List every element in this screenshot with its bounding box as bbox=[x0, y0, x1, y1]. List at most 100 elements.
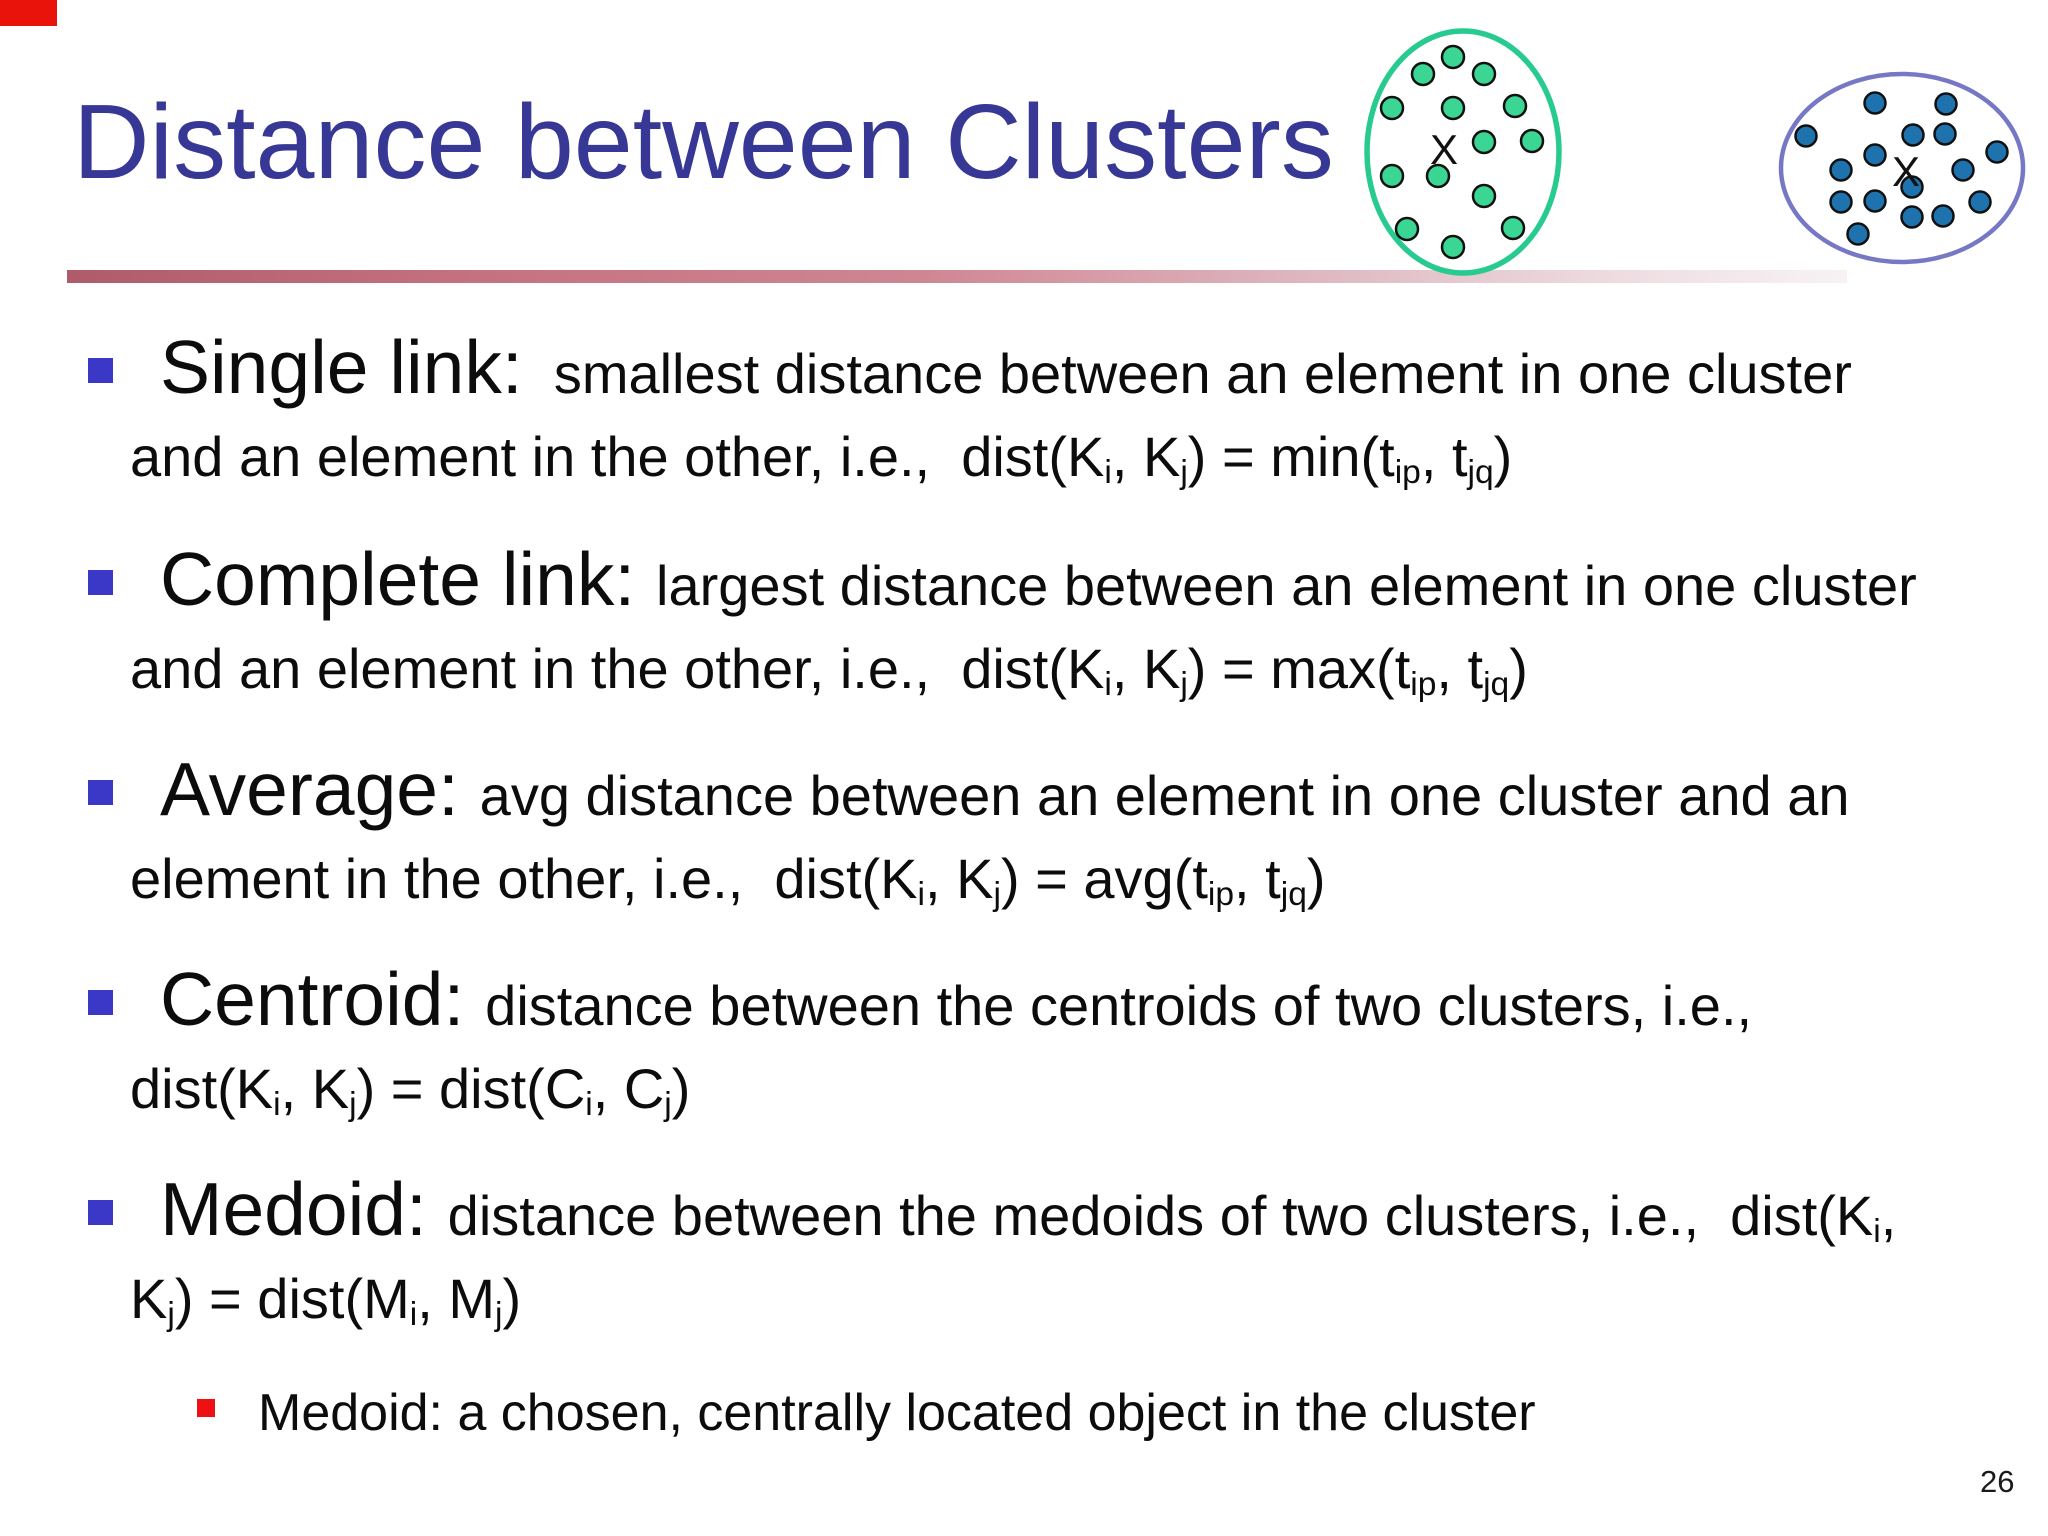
cluster-dot bbox=[1440, 95, 1466, 121]
slide-title: Distance between Clusters bbox=[73, 83, 1334, 201]
text-line: Single link: smallest distance between a… bbox=[0, 322, 2048, 412]
cluster-dot bbox=[1394, 216, 1420, 242]
body-text: , K bbox=[1111, 637, 1181, 700]
body-text: distance between the centroids of two cl… bbox=[485, 974, 1753, 1037]
bullet-item: Single link: smallest distance between a… bbox=[0, 322, 2048, 502]
sub-bullet-item: Medoid: a chosen, centrally located obje… bbox=[0, 1381, 2048, 1442]
body-text: , C bbox=[592, 1057, 665, 1120]
cluster-blue: X bbox=[1778, 71, 2026, 265]
subscript: j bbox=[993, 875, 1001, 913]
cluster-dot bbox=[1829, 158, 1853, 182]
blue-square-bullet-icon bbox=[88, 358, 113, 383]
cluster-dot bbox=[1846, 222, 1870, 246]
subscript: jq bbox=[1483, 665, 1510, 703]
term-heading: Centroid: bbox=[160, 957, 486, 1041]
cluster-dot bbox=[1933, 122, 1957, 146]
subscript: i bbox=[585, 1085, 593, 1123]
term-heading: Average: bbox=[160, 747, 480, 831]
term-heading: Single link: bbox=[160, 325, 523, 409]
subscript: ip bbox=[1394, 453, 1421, 491]
cluster-dot bbox=[1440, 44, 1466, 70]
cluster-dot bbox=[1471, 183, 1497, 209]
cluster-dot bbox=[1931, 204, 1955, 228]
subscript: i bbox=[273, 1085, 281, 1123]
body-text: ) = dist(C bbox=[356, 1057, 586, 1120]
cluster-dot bbox=[1934, 92, 1958, 116]
cluster-dot bbox=[1500, 215, 1526, 241]
bullet-item: Medoid: distance between the medoids of … bbox=[0, 1164, 2048, 1344]
text-line: element in the other, i.e., dist(Ki, Kj)… bbox=[0, 834, 2048, 924]
text-line: Complete link: largest distance between … bbox=[0, 534, 2048, 624]
cluster-dot bbox=[1425, 163, 1451, 189]
subscript: i bbox=[409, 1295, 418, 1333]
blue-square-bullet-icon bbox=[88, 1200, 113, 1225]
cluster-dot bbox=[1794, 124, 1818, 148]
body-text: K bbox=[130, 1267, 168, 1330]
subscript: j bbox=[167, 1295, 175, 1333]
body-text: , M bbox=[417, 1267, 495, 1330]
body-text: , K bbox=[280, 1057, 350, 1120]
cluster-outline bbox=[1364, 28, 1562, 276]
body-text: , K bbox=[925, 847, 994, 910]
red-corner-mark bbox=[0, 0, 57, 26]
body-text: ) bbox=[1493, 425, 1513, 488]
body-text: avg distance between an element in one c… bbox=[479, 764, 1850, 827]
cluster-center-x-label: X bbox=[1430, 126, 1458, 173]
text-line: Kj) = dist(Mi, Mj) bbox=[0, 1254, 2048, 1344]
cluster-dot bbox=[1863, 91, 1887, 115]
body-text: ) bbox=[1306, 847, 1326, 910]
body-text: ) bbox=[671, 1057, 691, 1120]
term-heading: Complete link: bbox=[160, 537, 657, 621]
cluster-dot bbox=[1379, 163, 1405, 189]
cluster-dot bbox=[1440, 234, 1466, 260]
subscript: ip bbox=[1207, 875, 1235, 913]
term-heading: Medoid: bbox=[160, 1167, 448, 1251]
subscript: i bbox=[1104, 665, 1112, 703]
cluster-dot bbox=[1519, 128, 1545, 154]
text-line: Average: avg distance between an element… bbox=[0, 744, 2048, 834]
bullet-item: Average: avg distance between an element… bbox=[0, 744, 2048, 924]
cluster-center-x-label: X bbox=[1892, 148, 1920, 195]
cluster-dot bbox=[1900, 175, 1924, 199]
text-line: Medoid: a chosen, centrally located obje… bbox=[0, 1381, 2048, 1442]
body-text: and an element in the other, i.e., dist(… bbox=[130, 425, 1105, 488]
subscript: j bbox=[664, 1085, 672, 1123]
page-number: 26 bbox=[1980, 1464, 2015, 1499]
body-text: , t bbox=[1420, 425, 1468, 488]
subscript: i bbox=[917, 875, 925, 913]
blue-square-bullet-icon bbox=[88, 780, 113, 805]
cluster-green: X bbox=[1364, 28, 1562, 276]
body-text: and an element in the other, i.e., dist(… bbox=[130, 637, 1105, 700]
cluster-dot bbox=[1901, 123, 1925, 147]
cluster-dot bbox=[1410, 61, 1436, 87]
cluster-dot bbox=[1863, 189, 1887, 213]
body-text: largest distance between an element in o… bbox=[656, 554, 1917, 617]
cluster-dot bbox=[1985, 140, 2009, 164]
cluster-dot bbox=[1900, 205, 1924, 229]
bullet-item: Complete link: largest distance between … bbox=[0, 534, 2048, 714]
cluster-dot bbox=[1951, 158, 1975, 182]
cluster-dot bbox=[1471, 61, 1497, 87]
subscript: j bbox=[494, 1295, 503, 1333]
body-text: , t bbox=[1234, 847, 1281, 910]
text-line: Medoid: distance between the medoids of … bbox=[0, 1164, 2048, 1254]
body-text: distance between the medoids of two clus… bbox=[447, 1184, 1874, 1247]
body-text: Medoid: a chosen, centrally located obje… bbox=[258, 1384, 1536, 1442]
body-text: ) = dist(M bbox=[174, 1267, 410, 1330]
subscript: i bbox=[1104, 453, 1112, 491]
cluster-dot bbox=[1379, 95, 1405, 121]
cluster-outline bbox=[1778, 71, 2026, 265]
body-text: element in the other, i.e., dist(K bbox=[130, 847, 918, 910]
subscript: j bbox=[349, 1085, 357, 1123]
title-divider-rule bbox=[67, 270, 1847, 283]
subscript: ip bbox=[1410, 665, 1437, 703]
blue-square-bullet-icon bbox=[88, 990, 113, 1015]
subscript: i bbox=[1873, 1212, 1881, 1250]
bullet-item: Centroid: distance between the centroids… bbox=[0, 954, 2048, 1134]
subscript: j bbox=[1180, 453, 1188, 491]
body-text: , K bbox=[1111, 425, 1181, 488]
subscript: jq bbox=[1467, 453, 1494, 491]
red-square-bullet-icon bbox=[197, 1399, 215, 1417]
